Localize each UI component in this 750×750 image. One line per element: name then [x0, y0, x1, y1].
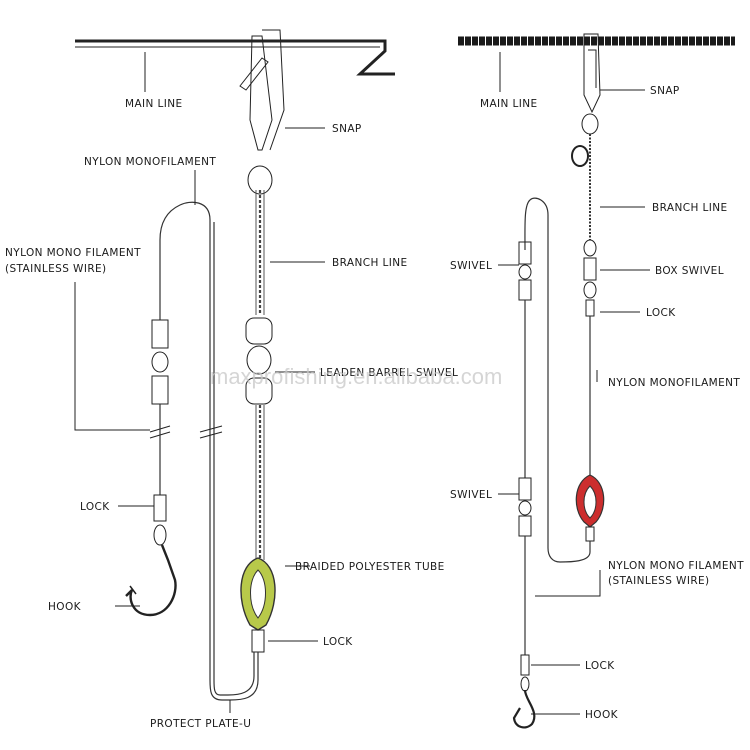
left-label-nylon-monofilament: NYLON MONOFILAMENT — [84, 156, 216, 168]
right-nylon-monofilament-loop — [524, 197, 591, 563]
right-label-hook: HOOK — [585, 709, 619, 721]
left-label-main-line: MAIN LINE — [125, 98, 183, 110]
right-label-branch-line: BRANCH LINE — [652, 202, 728, 214]
right-label-main-line: MAIN LINE — [480, 98, 538, 110]
right-label-swivel-bottom: SWIVEL — [450, 489, 492, 501]
left-lock-hook — [153, 494, 167, 522]
right-snap-knot — [571, 145, 589, 167]
right-label-lock-top: LOCK — [646, 307, 676, 319]
right-label-nylon-mono-filament-1: NYLON MONO FILAMENT — [608, 560, 744, 572]
left-label-hook: HOOK — [48, 601, 82, 613]
right-label-snap: SNAP — [650, 85, 680, 97]
left-label-braided-polyester-tube: BRAIDED POLYESTER TUBE — [295, 561, 445, 573]
right-label-nylon-monofilament: NYLON MONOFILAMENT — [608, 377, 740, 389]
right-label-nylon-mono-filament-2: (STAINLESS WIRE) — [608, 575, 710, 587]
left-label-protect-plate: PROTECT PLATE-U — [150, 718, 251, 730]
right-swivel-bottom — [518, 477, 532, 537]
left-label-snap: SNAP — [332, 123, 362, 135]
right-box-swivel — [583, 239, 597, 299]
left-label-nylon-mono-filament-2: (STAINLESS WIRE) — [5, 263, 107, 275]
left-label-lock-branch: LOCK — [323, 636, 353, 648]
left-main-line-bar — [75, 39, 395, 76]
right-lock-bottom — [520, 654, 530, 676]
right-label-box-swivel: BOX SWIVEL — [655, 265, 724, 277]
left-label-leaden-barrel-swivel: LEADEN BARREL SWIVEL — [320, 367, 458, 379]
left-swivel — [151, 319, 169, 405]
left-nylon-monofilament-loop — [159, 201, 259, 701]
left-leaden-barrel-swivel — [245, 317, 273, 405]
left-label-branch-line: BRANCH LINE — [332, 257, 408, 269]
left-label-nylon-mono-filament-1: NYLON MONO FILAMENT — [5, 247, 141, 259]
watermark: maxprofishing.en.alibaba.com — [210, 364, 502, 389]
right-diagram: MAIN LINE SNAP BRANCH LINE SWIVEL BOX SW… — [450, 33, 744, 729]
right-snap — [581, 33, 601, 135]
right-swivel-top — [518, 241, 532, 301]
right-label-lock-bottom: LOCK — [585, 660, 615, 672]
left-snap — [239, 29, 285, 195]
left-label-lock: LOCK — [80, 501, 110, 513]
right-lock-top — [585, 299, 595, 317]
left-lock-branch — [251, 629, 265, 653]
right-label-swivel-top: SWIVEL — [450, 260, 492, 272]
left-diagram: MAIN LINE SNAP NYLON MONOFILAMENT NYLON … — [5, 29, 458, 730]
right-hook — [512, 676, 536, 729]
left-hook — [125, 524, 177, 617]
